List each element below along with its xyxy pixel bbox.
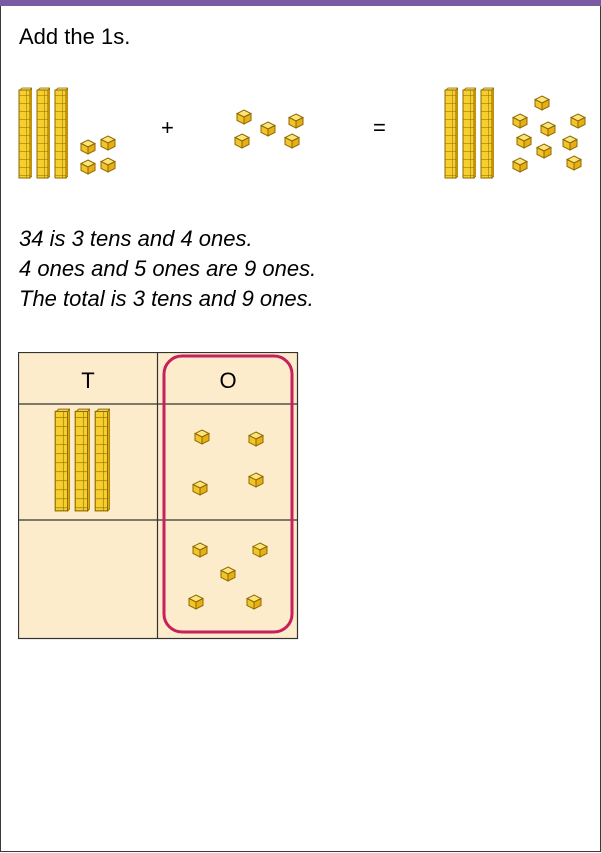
tens-header: T xyxy=(81,368,94,393)
equals-sign: = xyxy=(373,115,386,141)
ones-header: O xyxy=(219,368,236,393)
instruction-text: Add the 1s. xyxy=(19,24,130,50)
explanation-line: 34 is 3 tens and 4 ones. xyxy=(19,224,316,254)
plus-sign: + xyxy=(161,115,174,141)
explanation-line: The total is 3 tens and 9 ones. xyxy=(19,284,316,314)
addend-one-blocks xyxy=(18,85,138,185)
explanation-line: 4 ones and 5 ones are 9 ones. xyxy=(19,254,316,284)
result-blocks xyxy=(444,85,594,185)
addend-two-blocks xyxy=(232,105,312,165)
tens-blocks-row-1 xyxy=(55,409,110,511)
equation-row: + = xyxy=(0,85,601,185)
explanation-text: 34 is 3 tens and 4 ones. 4 ones and 5 on… xyxy=(19,224,316,314)
place-value-chart: T O xyxy=(18,352,299,641)
